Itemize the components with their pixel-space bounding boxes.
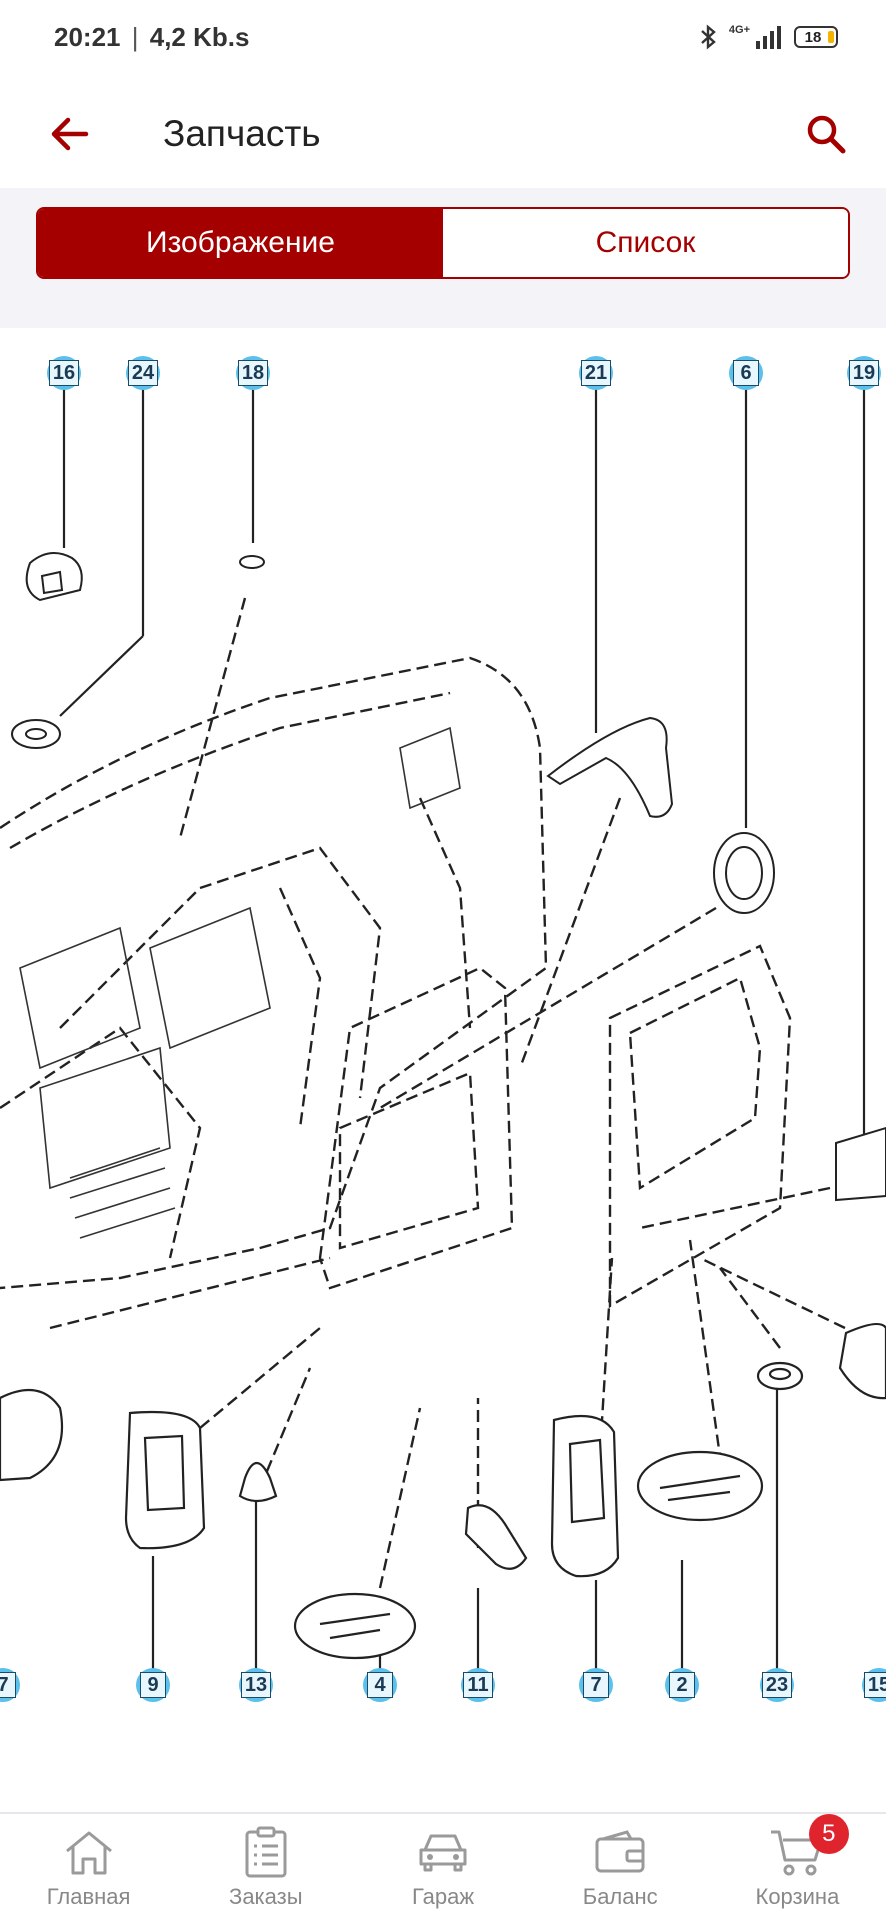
callout-9[interactable]: 9 (136, 1668, 170, 1702)
callout-13[interactable]: 13 (239, 1668, 273, 1702)
status-bar: 20:21 | 4,2 Kb.s 4G+ 18 (0, 0, 886, 80)
cart-count-badge: 5 (808, 1814, 849, 1854)
callout-label: 9 (140, 1672, 166, 1698)
home-icon (59, 1824, 119, 1880)
callout-4[interactable]: 4 (363, 1668, 397, 1702)
status-time: 20:21 (54, 22, 121, 52)
arrow-left-icon (51, 117, 89, 151)
exploded-parts-drawing (0, 378, 886, 1688)
callout-label: 6 (733, 360, 759, 386)
callout-label: 13 (240, 1672, 272, 1698)
status-time-group: 20:21 | 4,2 Kb.s (54, 22, 249, 53)
status-separator: | (131, 22, 139, 52)
callout-7[interactable]: 7 (579, 1668, 613, 1702)
callout-11[interactable]: 11 (461, 1668, 495, 1702)
callout-24[interactable]: 24 (126, 356, 160, 390)
nav-balance-label: Баланс (582, 1884, 658, 1909)
battery-level: 18 (804, 28, 822, 46)
back-button[interactable] (40, 104, 100, 164)
callout-21[interactable]: 21 (579, 356, 613, 390)
search-icon (807, 115, 846, 154)
callout-label: 18 (237, 360, 269, 386)
callout-16[interactable]: 16 (47, 356, 81, 390)
page-title: Запчасть (163, 113, 321, 154)
callout-15[interactable]: 15 (862, 1668, 886, 1702)
callout-label: 24 (127, 360, 159, 386)
nav-garage[interactable]: Гараж (354, 1814, 531, 1920)
view-switcher-area: Изображение Список (0, 188, 886, 328)
callout-6[interactable]: 6 (729, 356, 763, 390)
tab-image[interactable]: Изображение (38, 209, 443, 277)
callout-label: 19 (848, 360, 880, 386)
nav-cart[interactable]: Корзина 5 (709, 1814, 886, 1920)
nav-balance[interactable]: Баланс (532, 1814, 709, 1920)
nav-garage-label: Гараж (411, 1884, 475, 1909)
callout-label: 7 (0, 1672, 16, 1698)
view-switcher: Изображение Список (36, 207, 850, 279)
nav-cart-label: Корзина (755, 1884, 840, 1909)
callout-label: 4 (367, 1672, 393, 1698)
callout-2[interactable]: 2 (665, 1668, 699, 1702)
callout-7-left[interactable]: 7 (0, 1668, 20, 1702)
search-button[interactable] (796, 104, 856, 164)
callout-label: 21 (580, 360, 612, 386)
signal-icon (756, 26, 781, 49)
bottom-navigation: Главная Заказы Гараж (0, 1812, 886, 1920)
callout-label: 16 (48, 360, 80, 386)
nav-home-label: Главная (46, 1884, 131, 1909)
battery-icon: 18 (794, 26, 838, 48)
parts-diagram[interactable]: 16 24 18 21 6 19 7 9 13 4 11 7 2 23 15 (0, 328, 886, 1808)
callout-19[interactable]: 19 (847, 356, 881, 390)
network-type-label: 4G+ (728, 24, 750, 36)
callout-23[interactable]: 23 (760, 1668, 794, 1702)
nav-orders-label: Заказы (229, 1884, 303, 1909)
callout-18[interactable]: 18 (236, 356, 270, 390)
status-icons: 4G+ 18 (699, 24, 838, 50)
nav-home[interactable]: Главная (0, 1814, 177, 1920)
app-bar: Запчасть (0, 80, 886, 188)
network-speed: 4,2 Kb.s (149, 22, 250, 52)
callout-label: 23 (761, 1672, 793, 1698)
nav-orders[interactable]: Заказы (177, 1814, 354, 1920)
orders-icon (236, 1824, 296, 1880)
car-icon (413, 1824, 473, 1880)
wallet-icon (590, 1824, 650, 1880)
callout-label: 7 (583, 1672, 609, 1698)
callout-label: 15 (863, 1672, 886, 1698)
callout-label: 2 (669, 1672, 695, 1698)
tab-list[interactable]: Список (443, 209, 848, 277)
callout-label: 11 (463, 1672, 493, 1698)
bluetooth-icon (701, 24, 716, 50)
